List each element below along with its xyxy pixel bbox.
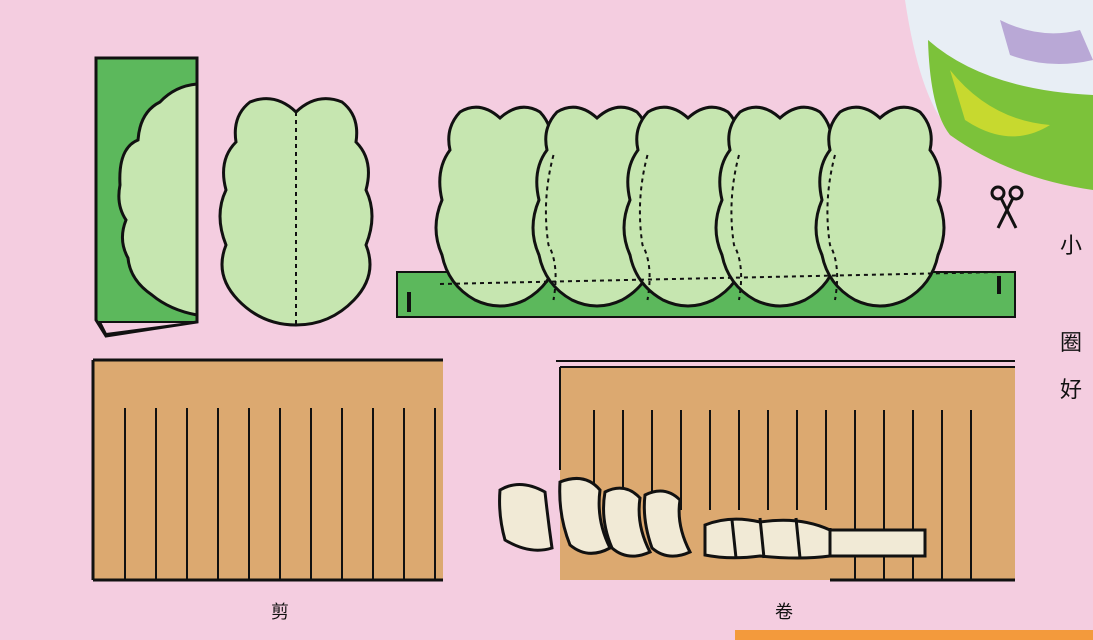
unfolded-leaf <box>220 99 372 325</box>
decorative-photo-edge <box>735 630 1093 640</box>
fringed-paper-cut <box>93 360 443 580</box>
cut-label: 剪 <box>271 598 289 624</box>
leaf-row <box>436 107 1000 306</box>
side-text-line-1: 小 <box>1060 228 1082 260</box>
scissors-icon <box>992 187 1022 228</box>
folded-paper-half-leaf <box>96 58 197 336</box>
side-text-line-3: 好 <box>1060 372 1082 404</box>
side-text-line-2: 圈 <box>1060 325 1082 357</box>
roll-label: 卷 <box>775 598 793 624</box>
fringed-paper-roll <box>500 361 1015 580</box>
